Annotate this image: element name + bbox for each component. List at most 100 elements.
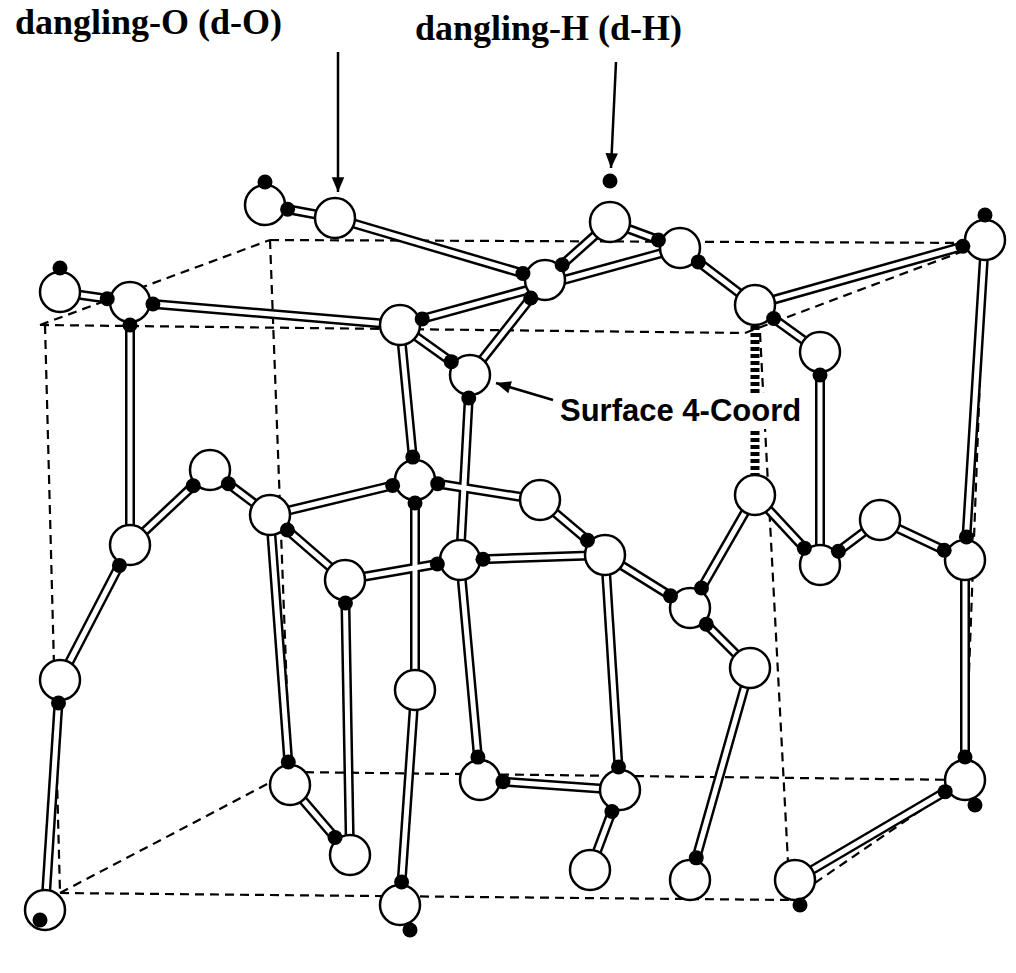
bond-fill	[755, 240, 985, 305]
hydrogen-atom	[955, 239, 970, 254]
hydrogen-atom	[394, 875, 409, 890]
hydrogen-atom	[430, 476, 445, 491]
bond-outline	[755, 240, 985, 305]
oxygen-atom	[395, 460, 435, 500]
oxygen-atom	[315, 198, 355, 238]
bond-outline	[690, 668, 750, 880]
bond-outline	[605, 555, 620, 790]
hydrogen-atom	[221, 476, 236, 491]
bond-fill	[965, 240, 985, 560]
oxygen-atom	[670, 860, 710, 900]
hydrogen-atom	[694, 581, 709, 596]
bond-outline	[960, 560, 970, 780]
hydrogen-atom	[766, 311, 781, 326]
hydrogen-atom	[51, 695, 66, 710]
oxygen-atom	[110, 282, 150, 322]
bond-outline	[60, 545, 130, 680]
leader-line	[337, 52, 340, 192]
oxygen-atom	[730, 648, 770, 688]
hydrogen-atom	[112, 558, 127, 573]
hydrogen-atom	[186, 478, 201, 493]
covalent-bonds	[45, 205, 985, 910]
oxygen-atom	[800, 332, 840, 372]
hydrogen-atom	[475, 552, 490, 567]
oxygen-atom	[570, 850, 610, 890]
hydrogen-atom	[470, 750, 485, 765]
hydrogen-atom	[959, 530, 974, 545]
callout-label: dangling-O (d-O)	[12, 2, 285, 43]
hydrogen-atom	[430, 556, 445, 571]
hydrogen-atom	[444, 354, 459, 369]
oxygen-atom	[40, 272, 80, 312]
bond-outline	[965, 240, 985, 560]
oxygen-atom	[395, 670, 435, 710]
cell-edge	[60, 772, 290, 893]
hydrogen-atom	[555, 257, 570, 272]
hydrogen-atom	[385, 478, 400, 493]
hydrogen-atom	[699, 617, 714, 632]
hydrogen-atom	[258, 175, 273, 190]
oxygen-atom	[965, 220, 1005, 260]
bond-outline	[410, 480, 420, 690]
hydrogen-atom	[651, 232, 666, 247]
oxygen-atom	[25, 890, 65, 930]
hydrogen-atom	[793, 898, 808, 913]
bond-fill	[128, 302, 133, 545]
bond-fill	[963, 560, 968, 780]
hydrogen-atom	[280, 202, 295, 217]
bond-outline	[45, 680, 60, 910]
oxygen-atom	[380, 885, 420, 925]
hydrogen-atom	[53, 261, 68, 276]
hydrogen-atom	[978, 208, 993, 223]
arrow-head	[605, 153, 617, 168]
bond-outline	[460, 560, 480, 780]
hydrogen-atom	[603, 174, 618, 189]
oxygen-atom	[590, 202, 630, 242]
oxygen-atom	[40, 660, 80, 700]
bond-fill	[605, 555, 620, 790]
oxygen-atom	[270, 765, 310, 805]
bond-outline	[795, 780, 965, 880]
hydrogen-atom	[145, 296, 160, 311]
hydrogen-atom	[515, 266, 530, 281]
hydrogen-atom	[403, 923, 418, 938]
cell-outline	[40, 240, 985, 900]
callout-label: dangling-H (d-H)	[412, 8, 685, 49]
oxygen-atom	[945, 540, 985, 580]
hydrogen-atom	[797, 541, 812, 556]
leader-arrows	[332, 52, 618, 400]
leader-line	[611, 62, 616, 168]
cell-edge	[790, 780, 965, 900]
bond-outline	[815, 352, 825, 565]
bond-fill	[60, 545, 130, 680]
oxygen-atom	[325, 560, 365, 600]
oxygen-atom	[245, 185, 285, 225]
oxygen-atom	[735, 475, 775, 515]
hydrogen-atom	[100, 291, 115, 306]
hydrogen-atom	[408, 496, 423, 511]
oxygen-atom	[380, 305, 420, 345]
bond-fill	[413, 480, 418, 690]
oxygen-atom	[460, 760, 500, 800]
hydrogen-atom	[958, 750, 973, 765]
cell-edge	[745, 243, 985, 333]
hydrogen-atom	[937, 543, 952, 558]
arrow-head	[496, 381, 512, 393]
hydrogen-atom	[663, 588, 678, 603]
hydrogen-atom	[281, 755, 296, 770]
bond-fill	[795, 780, 965, 880]
hydrogen-atom	[33, 913, 48, 928]
bond-outline	[345, 580, 350, 855]
bond-fill	[818, 352, 823, 565]
bond-fill	[460, 560, 480, 780]
hydrogen-atom	[813, 368, 828, 383]
hydrogen-atom	[280, 523, 295, 538]
oxygen-atom	[775, 860, 815, 900]
bond-outline	[270, 515, 290, 785]
hydrogen-atom	[689, 850, 704, 865]
hydrogen-atom	[968, 798, 983, 813]
bond-fill	[335, 218, 545, 280]
bond-outline	[335, 218, 545, 280]
